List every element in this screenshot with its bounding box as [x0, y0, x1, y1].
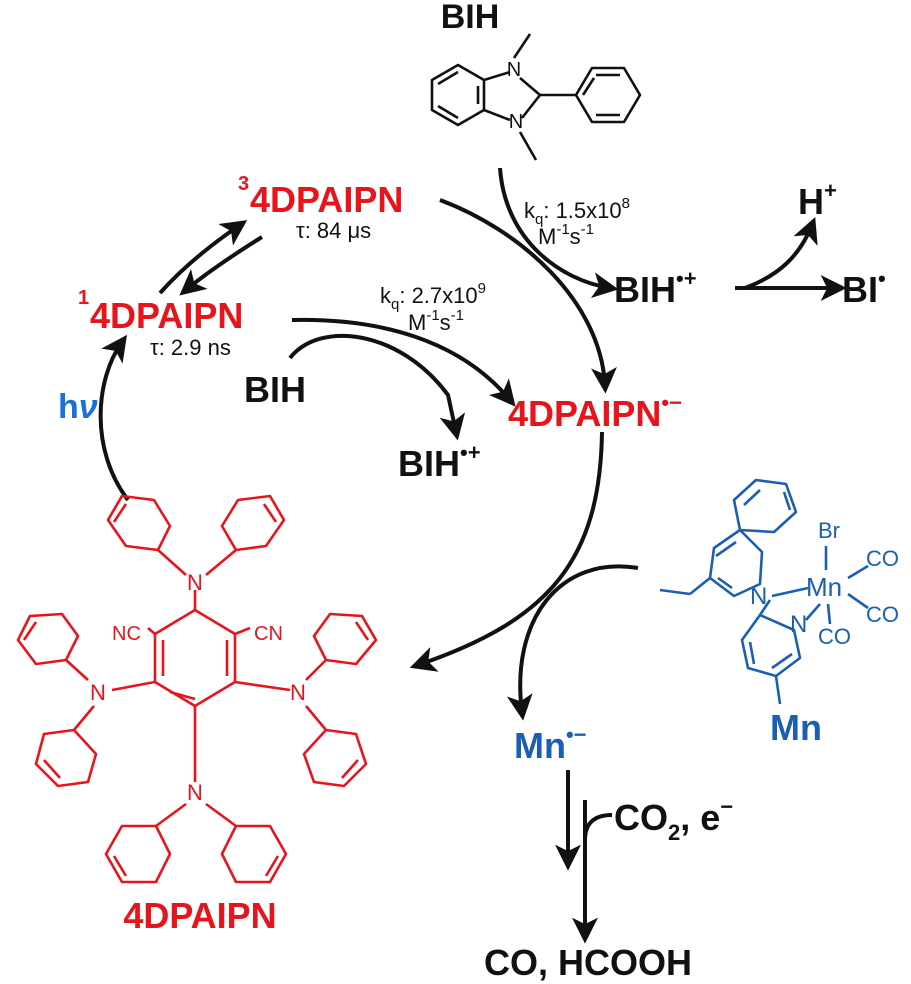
light-excitation-arrow: [98, 334, 130, 502]
mn-metal-center: Mn: [806, 572, 842, 602]
photocatalyst-n-right: N: [290, 680, 306, 705]
catalyst-reduction-arrow: [506, 564, 639, 721]
triplet-label: 4DPAIPN: [250, 179, 403, 220]
bih-radical-cation-right: BIH•+: [614, 266, 697, 310]
electron-transfer-arrow: [409, 431, 604, 672]
mn-co-ligand-2: CO: [866, 602, 899, 627]
bih-quencher-arrow: [288, 333, 466, 441]
photocatalyst-cn-right: CN: [254, 623, 283, 645]
singlet-label: 4DPAIPN: [90, 295, 243, 336]
mn-pyridine-n2: N: [790, 611, 807, 638]
mn-catalyst-label: Mn: [770, 707, 822, 748]
triplet-lifetime: τ: 84 μs: [296, 218, 371, 243]
co2-reagent-label: CO2, e−: [614, 794, 733, 845]
reduced-catalyst-label: Mn•−: [514, 722, 587, 766]
photocatalyst-label: 4DPAIPN: [123, 895, 276, 936]
mn-co-ligand-1: CO: [866, 546, 899, 571]
bih-n-lower: N: [509, 111, 523, 133]
photocatalyst-structure: N NC CN N N N: [16, 494, 378, 936]
cycle-arrows: [98, 167, 847, 944]
singlet-state: 1 4DPAIPN τ: 2.9 ns: [78, 287, 243, 360]
kq-singlet-line1: kq: 2.7x109: [380, 280, 486, 313]
photocatalyst-n-bottom: N: [187, 780, 203, 805]
kq-triplet: kq: 1.5x108 M-1s-1: [524, 195, 630, 249]
photocatalyst-n-top: N: [187, 570, 203, 595]
triplet-state: 3 4DPAIPN τ: 84 μs: [238, 173, 403, 243]
photocatalyst-cn-left: NC: [112, 623, 141, 645]
bih-oxidation-arrow: [498, 167, 619, 299]
risc-arrow: [179, 235, 264, 296]
light-label: hν: [58, 388, 98, 426]
singlet-superscript: 1: [78, 287, 89, 309]
singlet-quenching-arrow: [291, 317, 516, 407]
proton-label: H+: [798, 178, 837, 222]
photocatalyst-n-left: N: [90, 680, 106, 705]
singlet-lifetime: τ: 2.9 ns: [150, 335, 231, 360]
kq-singlet: kq: 2.7x109 M-1s-1: [380, 280, 486, 335]
bih-top-label: BIH: [441, 0, 500, 36]
products-label: CO, HCOOH: [484, 942, 692, 983]
bi-radical-label: BI•: [842, 266, 886, 310]
kq-triplet-units: M-1s-1: [538, 221, 594, 249]
isc-arrow: [158, 220, 248, 295]
co2-input-hook: [583, 813, 613, 841]
kq-singlet-units: M-1s-1: [408, 307, 464, 335]
mn-pyridine-n1: N: [750, 583, 767, 610]
mn-co-ligand-3: CO: [818, 624, 851, 649]
triplet-quenching-arrow: [439, 198, 617, 394]
bih-structure: BIH N N: [430, 0, 642, 161]
mn-br-ligand: Br: [818, 518, 840, 543]
triplet-superscript: 3: [238, 173, 249, 195]
bih-quencher-label: BIH: [244, 369, 306, 410]
mn-catalyst-structure: N N Mn Br CO CO CO Mn: [659, 478, 899, 748]
bih-radical-cation-bottom: BIH•+: [398, 440, 481, 484]
radical-anion-label: 4DPAIPN•−: [508, 390, 682, 434]
kq-triplet-line1: kq: 1.5x108: [524, 195, 630, 228]
bih-n-upper: N: [507, 59, 521, 81]
proton-release-arrow: [744, 216, 818, 290]
